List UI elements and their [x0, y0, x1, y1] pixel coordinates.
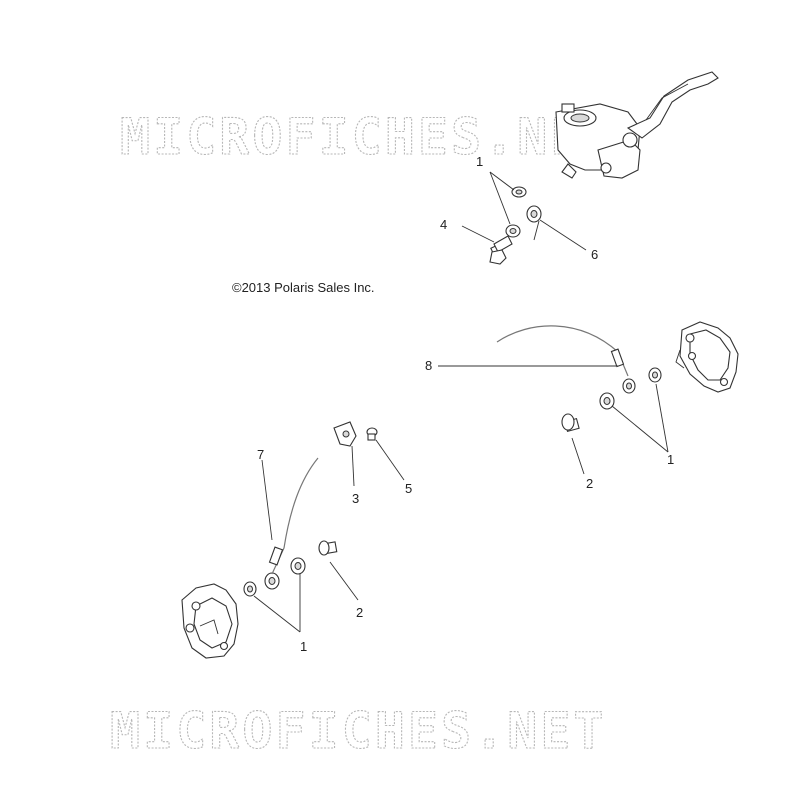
callout-7: 7 [257, 447, 264, 462]
clip-screw [366, 427, 378, 441]
leader-lines [253, 171, 669, 633]
callout-1-left: 1 [300, 639, 307, 654]
caliper-right [675, 321, 739, 393]
brake-hose-left [271, 457, 319, 575]
brake-hose-right [496, 325, 629, 377]
callout-5: 5 [405, 481, 412, 496]
left-banjo-assembly [243, 540, 338, 597]
callout-3: 3 [352, 491, 359, 506]
callout-8: 8 [425, 358, 432, 373]
right-banjo-assembly [561, 367, 662, 433]
callout-1-right: 1 [667, 452, 674, 467]
callout-2-left: 2 [356, 605, 363, 620]
callout-6: 6 [591, 247, 598, 262]
caliper-left [181, 583, 239, 659]
callout-1-top: 1 [476, 154, 483, 169]
watermark-top: MICROFICHES.NET [120, 108, 617, 166]
master-cylinder [555, 71, 719, 179]
banjo-bolt-top [489, 235, 513, 265]
copyright-text: ©2013 Polaris Sales Inc. [232, 280, 375, 295]
callout-4: 4 [440, 217, 447, 232]
watermark-bottom: MICROFICHES.NET [110, 702, 607, 760]
callout-2-right: 2 [586, 476, 593, 491]
banjo-bolt-right [561, 413, 580, 433]
hose-clip [333, 421, 357, 447]
top-banjo-assembly [489, 186, 542, 265]
banjo-bolt-left [318, 540, 338, 556]
